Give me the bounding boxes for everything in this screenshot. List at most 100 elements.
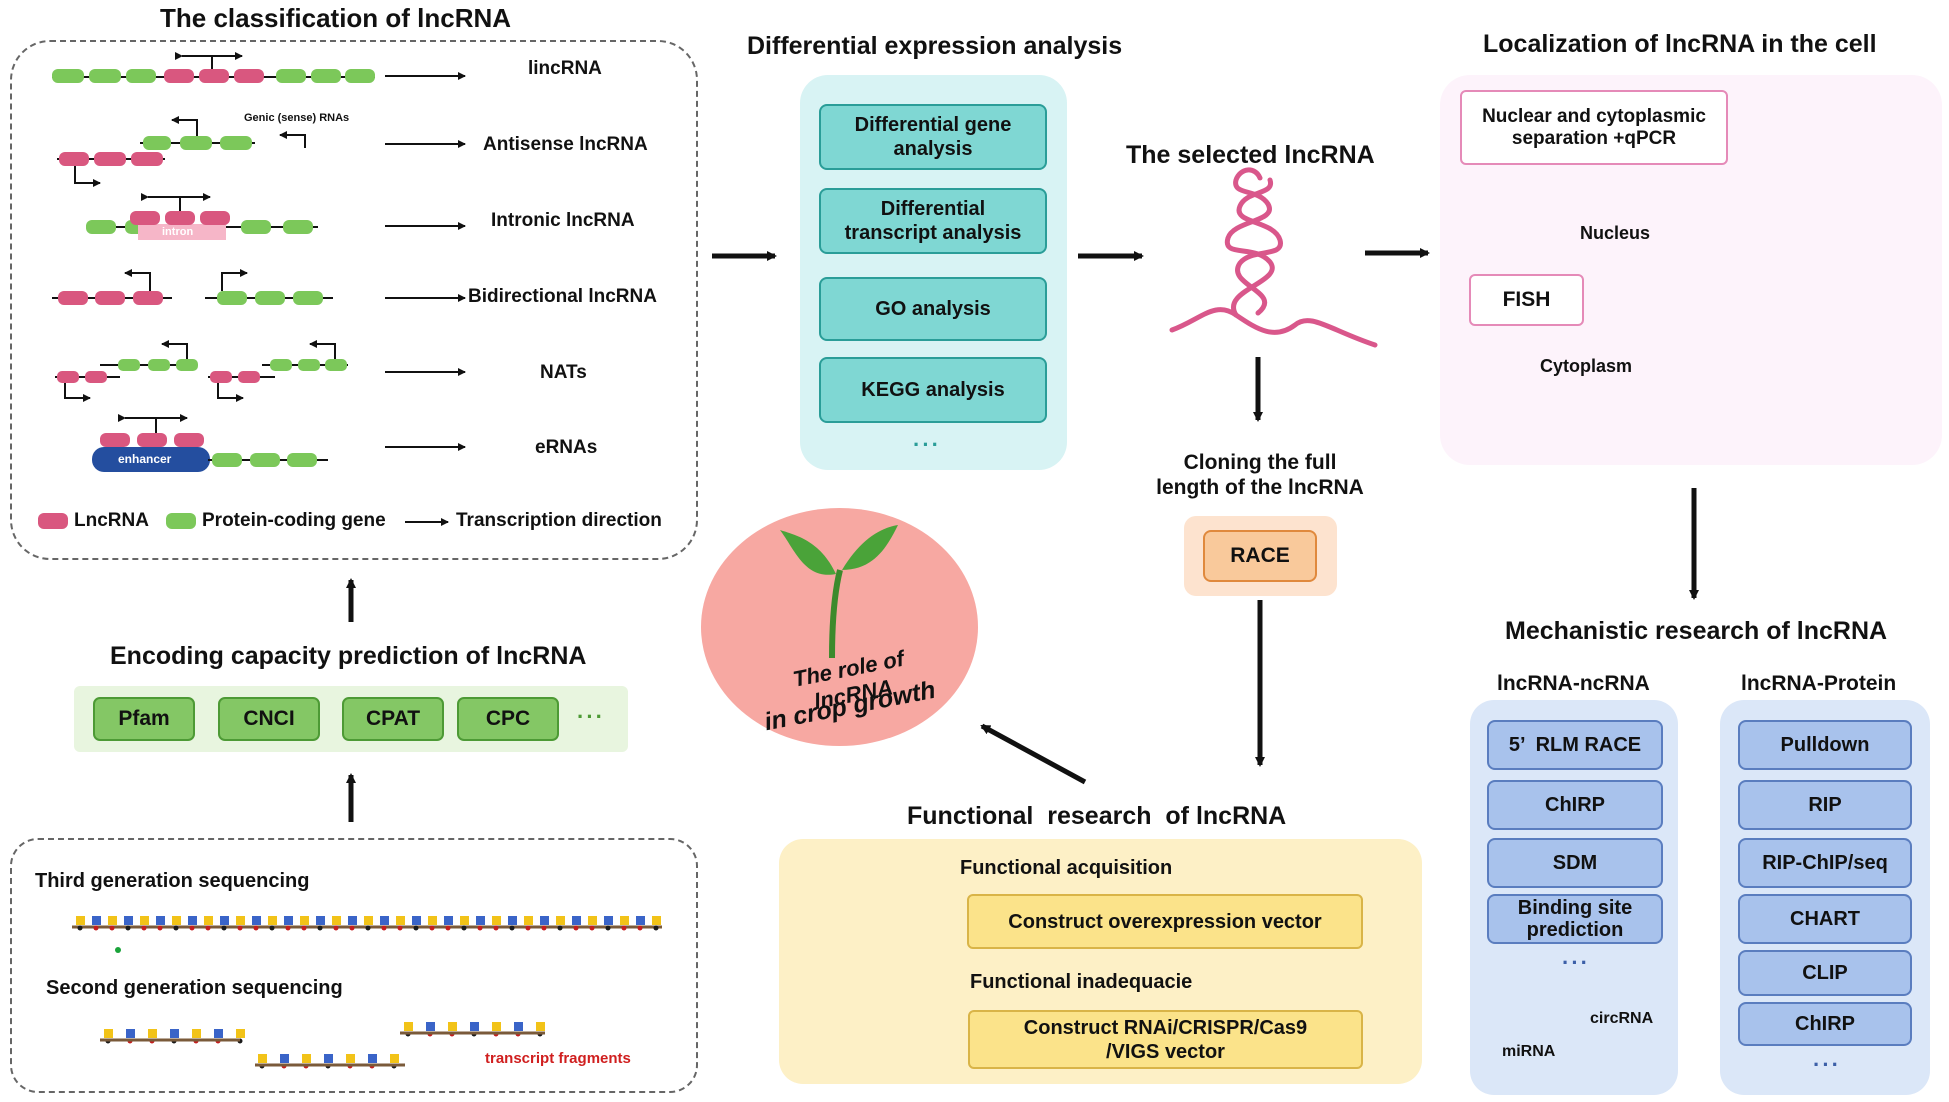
gene-structures [38, 52, 466, 529]
read-base [148, 1029, 157, 1038]
read-base [390, 1054, 399, 1063]
legend-protein-coding: Protein-coding gene [202, 510, 386, 531]
read-base [652, 916, 661, 925]
read-dot [365, 925, 371, 931]
read-base [236, 1029, 245, 1038]
read-base [364, 916, 373, 925]
read-base [476, 916, 485, 925]
read-dot [173, 925, 179, 931]
read-base [636, 916, 645, 925]
nuclear-separation-qpcr: Nuclear and cytoplasmic separation +qPCR [1460, 90, 1728, 165]
read-base [268, 916, 277, 925]
read-base [412, 916, 421, 925]
read-base [492, 1022, 501, 1031]
classification-title: The classification of lncRNA [160, 3, 512, 33]
read-base [556, 916, 565, 925]
read-base [428, 916, 437, 925]
read-base [492, 916, 501, 925]
clip: CLIP [1738, 950, 1912, 996]
read-dot [141, 925, 147, 931]
read-dot [509, 925, 515, 931]
read-base [172, 916, 181, 925]
read-base [368, 1054, 377, 1063]
mirna-label: miRNA [1502, 1043, 1556, 1060]
read-base [444, 916, 453, 925]
read-base [380, 916, 389, 925]
go-analysis: GO analysis [819, 277, 1047, 341]
fish-method: FISH [1469, 274, 1584, 326]
lncrna-protein-title: lncRNA-Protein [1741, 672, 1897, 695]
read-dot [381, 925, 387, 931]
kegg-analysis: KEGG analysis [819, 357, 1047, 423]
read-dot [125, 925, 131, 931]
read-base [108, 916, 117, 925]
read-dot [317, 925, 323, 931]
type-lincrna: lincRNA [528, 58, 602, 79]
read-dot [189, 925, 195, 931]
read-base [104, 1029, 113, 1038]
genic-label: Genic (sense) RNAs [244, 112, 350, 124]
read-dot [237, 925, 243, 931]
read-base [214, 1029, 223, 1038]
sprout-icon [780, 525, 898, 659]
overexpression-vector: Construct overexpression vector [967, 894, 1363, 949]
differential-transcript-analysis: Differential transcript analysis [819, 188, 1047, 254]
chirp-right: ChIRP [1738, 1002, 1912, 1046]
read-base [280, 1054, 289, 1063]
read-dot [653, 925, 659, 931]
read-base [396, 916, 405, 925]
third-gen-label: Third generation sequencing [35, 870, 310, 892]
chart-method: CHART [1738, 894, 1912, 944]
read-base [236, 916, 245, 925]
rnai-crispr-vector: Construct RNAi/CRISPR/Cas9 /VIGS vector [968, 1010, 1363, 1069]
read-base [460, 916, 469, 925]
chirp-left: ChIRP [1487, 780, 1663, 830]
read-dot [493, 925, 499, 931]
second-gen-label: Second generation sequencing [46, 977, 343, 999]
read-dot [109, 925, 115, 931]
read-base [76, 916, 85, 925]
read-dot [349, 925, 355, 931]
enhancer-label: enhancer [118, 452, 172, 466]
read-dot [605, 925, 611, 931]
read-dot [285, 925, 291, 931]
read-base [620, 916, 629, 925]
localization-title: Localization of lncRNA in the cell [1483, 30, 1877, 58]
differential-gene-analysis: Differential gene analysis [819, 104, 1047, 170]
read-base [156, 916, 165, 925]
intron-label: intron [162, 226, 194, 238]
classification-panel [10, 40, 698, 560]
read-dot [157, 925, 163, 931]
selected-title: The selected lncRNA [1126, 141, 1375, 169]
type-ernas: eRNAs [535, 437, 598, 458]
read-base [170, 1029, 179, 1038]
type-bidirectional: Bidirectional lncRNA [468, 286, 657, 307]
read-dot [93, 925, 99, 931]
read-dot [557, 925, 563, 931]
rip-chip-seq: RIP-ChIP/seq [1738, 838, 1912, 888]
read-base [572, 916, 581, 925]
read-base [252, 916, 261, 925]
read-dot [269, 925, 275, 931]
rlm-race: 5’ RLM RACE [1487, 720, 1663, 770]
read-base [404, 1022, 413, 1031]
read-dot [221, 925, 227, 931]
encoding-more: ··· [577, 704, 605, 729]
differential-more: ··· [913, 432, 941, 457]
read-base [332, 916, 341, 925]
read-dot [573, 925, 579, 931]
read-dot [637, 925, 643, 931]
ncrna-more: ··· [1562, 950, 1590, 975]
read-base [604, 916, 613, 925]
sdm: SDM [1487, 838, 1663, 888]
cloning-title: Cloning the full length of the lncRNA [1156, 451, 1364, 499]
read-base [324, 1054, 333, 1063]
tool-cpc: CPC [457, 697, 559, 741]
read-dot [333, 925, 339, 931]
read-dot [445, 925, 451, 931]
lncrna-helix [1169, 167, 1378, 348]
read-dot [589, 925, 595, 931]
tool-pfam: Pfam [93, 697, 195, 741]
cytoplasm-label: Cytoplasm [1540, 356, 1633, 376]
protein-more: ··· [1813, 1052, 1841, 1077]
